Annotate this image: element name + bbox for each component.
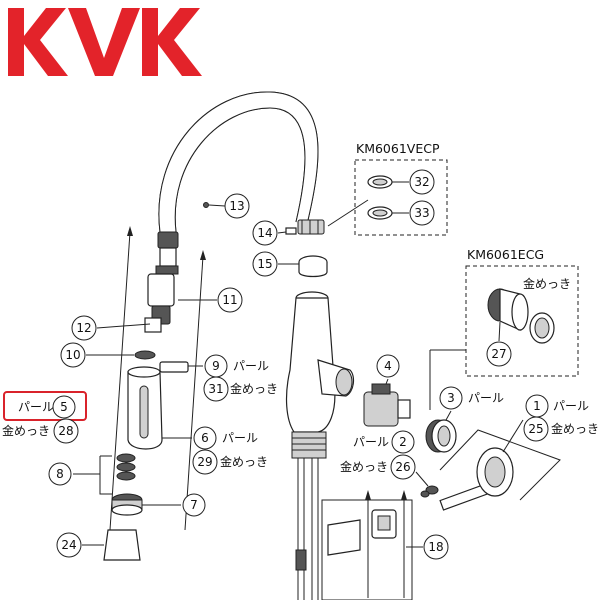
callout-6: 6 [193, 426, 217, 450]
model-label-vecp: KM6061VECP [356, 141, 440, 156]
callout-number: 24 [61, 538, 76, 552]
finish-label: 金めっき [230, 381, 278, 396]
callout-10: 10 [60, 342, 86, 368]
ecg-box [429, 265, 579, 410]
ring-3 [425, 410, 457, 453]
handle-1 [439, 419, 561, 511]
callout-11: 11 [217, 287, 243, 313]
callout-number: 6 [201, 431, 209, 445]
callout-number: 12 [76, 321, 91, 335]
callout-number: 27 [491, 347, 506, 361]
callout-7: 7 [182, 493, 206, 517]
callout-number: 32 [414, 175, 429, 189]
vecp-box [327, 159, 448, 236]
finish-label: パール [353, 435, 389, 449]
callout-5: 5 [52, 395, 76, 419]
inner-parts-8 [73, 453, 136, 495]
callout-number: 28 [58, 424, 73, 438]
callout-number: 31 [208, 382, 223, 396]
highlight-box [3, 391, 87, 421]
callout-number: 14 [257, 226, 272, 240]
callout-1: 1 [525, 394, 549, 418]
finish-label: パール [222, 431, 258, 445]
assembly-arrows [96, 226, 217, 531]
spout-hose [158, 91, 325, 235]
callout-number: 11 [222, 293, 237, 307]
callout-9: 9 [204, 354, 228, 378]
callout-2: 2 [391, 430, 415, 454]
screw-13 [203, 202, 226, 208]
finish-label: 金めっき [551, 421, 599, 436]
callout-number: 1 [533, 399, 541, 413]
nozzle-7 [111, 493, 181, 516]
part-24 [82, 529, 141, 561]
callout-number: 18 [428, 540, 443, 554]
callout-number: 29 [197, 455, 212, 469]
callout-number: 7 [190, 498, 198, 512]
callout-number: 15 [257, 257, 272, 271]
finish-label: パール [233, 359, 269, 373]
finish-label: 金めっき [340, 459, 388, 474]
callout-27: 27 [486, 341, 512, 367]
callout-18: 18 [423, 534, 449, 560]
finish-label: 金めっき [2, 423, 50, 438]
hose-connector [144, 231, 179, 333]
finish-label: 金めっき [220, 454, 268, 469]
finish-label: パール [553, 399, 589, 413]
callout-28: 28 [53, 418, 79, 444]
pin-14 [277, 227, 297, 235]
callout-8: 8 [48, 462, 72, 486]
kvk-logo [8, 8, 202, 76]
callout-number: 4 [384, 359, 392, 373]
screw-26 [415, 471, 439, 498]
callout-number: 5 [60, 400, 68, 414]
callout-13: 13 [224, 193, 250, 219]
callout-32: 32 [409, 169, 435, 195]
callout-numbers: 1234567891011121314151824252627282931323… [48, 169, 549, 560]
callout-12: 12 [71, 315, 97, 341]
callout-31: 31 [203, 376, 229, 402]
callout-26: 26 [390, 454, 416, 480]
callout-number: 33 [414, 206, 429, 220]
callout-number: 2 [399, 435, 407, 449]
callout-29: 29 [192, 449, 218, 475]
callout-number: 9 [212, 359, 220, 373]
callout-4: 4 [376, 354, 400, 378]
callout-number: 25 [528, 422, 543, 436]
right-arrows [365, 490, 407, 598]
callout-14: 14 [252, 220, 278, 246]
callout-number: 8 [56, 467, 64, 481]
callout-number: 26 [395, 460, 410, 474]
seal-10 [134, 350, 156, 360]
callout-25: 25 [523, 416, 549, 442]
finish-label: パール [468, 391, 504, 405]
callout-15: 15 [252, 251, 278, 277]
cartridge-4 [363, 378, 411, 427]
faucet-body [285, 291, 355, 600]
model-label-ecg: KM6061ECG [467, 247, 544, 262]
finish-label: 金めっき [523, 276, 571, 291]
finish-label: パール [18, 400, 54, 414]
callout-number: 10 [65, 348, 80, 362]
callout-24: 24 [56, 532, 82, 558]
callout-33: 33 [409, 200, 435, 226]
bracket-18 [321, 499, 423, 600]
callout-number: 3 [447, 391, 455, 405]
callout-number: 13 [229, 199, 244, 213]
shower-head [127, 366, 192, 450]
ring-15 [278, 255, 328, 278]
finish-labels: パール金めっきパール金めっきパール金めっきパールパール金めっきパール金めっき金め… [2, 276, 599, 474]
clip-9 [159, 361, 203, 373]
callout-3: 3 [439, 386, 463, 410]
